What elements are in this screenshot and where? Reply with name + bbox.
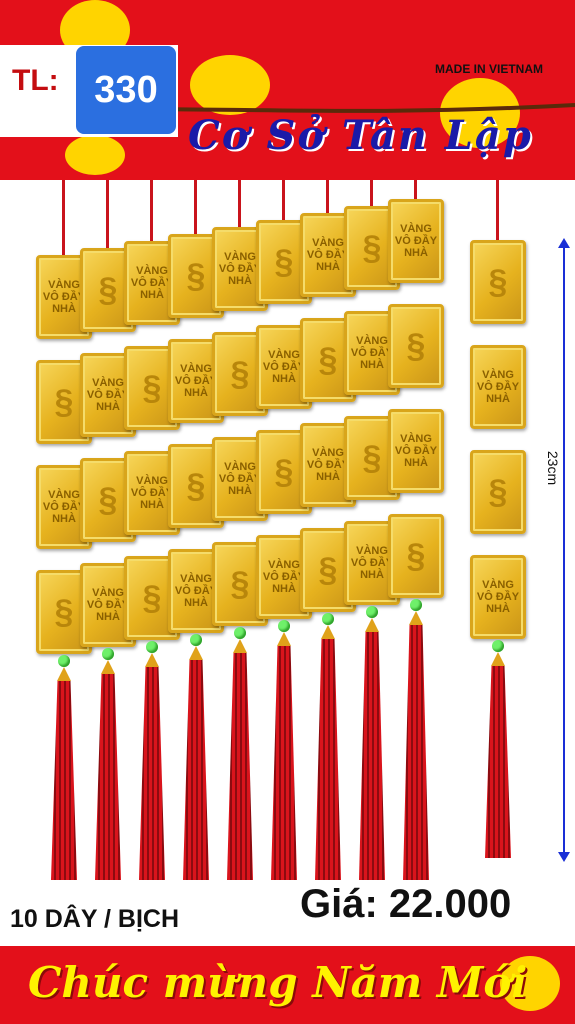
made-in-label: MADE IN VIETNAM <box>435 62 543 76</box>
hanging-cord <box>370 180 373 210</box>
top-banner: TL: 330 MADE IN VIETNAM Cơ Sở Tân Lập <box>0 0 575 180</box>
tassel-cap <box>409 611 423 625</box>
price-label: Giá: 22.000 <box>300 882 512 926</box>
tassel-cap <box>57 667 71 681</box>
red-tassel <box>403 625 429 880</box>
tassel-cap <box>189 646 203 660</box>
hanging-cord <box>282 180 285 224</box>
jade-bead <box>234 627 246 639</box>
apricot-blossom-decoration <box>65 135 125 175</box>
red-tassel <box>95 674 121 880</box>
gold-tile <box>470 450 526 534</box>
jade-bead <box>58 655 70 667</box>
red-tassel <box>359 632 385 880</box>
gold-tile <box>388 514 444 598</box>
gold-tile: VÀNG VÔ ĐẦY NHÀ <box>388 199 444 283</box>
jade-bead <box>322 613 334 625</box>
jade-bead <box>146 641 158 653</box>
apricot-blossom-decoration <box>190 55 270 115</box>
tl-label: TL: <box>12 64 59 97</box>
gold-tile: VÀNG VÔ ĐẦY NHÀ <box>168 549 224 633</box>
quantity-label: 10 DÂY / BỊCH <box>10 905 180 933</box>
tassel-cap <box>491 652 505 666</box>
bottom-banner <box>0 946 575 1024</box>
tassel-cap <box>145 653 159 667</box>
shop-name: Cơ Sở Tân Lập <box>188 112 533 159</box>
gold-tile <box>388 304 444 388</box>
tassel-cap <box>321 625 335 639</box>
red-tassel <box>485 666 511 858</box>
length-label: 23cm <box>545 450 562 486</box>
red-tassel <box>51 681 77 880</box>
apricot-blossom-decoration <box>500 956 560 1011</box>
apricot-blossom-decoration <box>440 78 520 148</box>
jade-bead <box>102 648 114 660</box>
tassel-cap <box>101 660 115 674</box>
gold-tile: VÀNG VÔ ĐẦY NHÀ <box>388 409 444 493</box>
hanging-cord <box>150 180 153 245</box>
hanging-cord <box>496 180 499 244</box>
jade-bead <box>190 634 202 646</box>
tl-number-badge: 330 <box>76 46 176 134</box>
gold-tile: VÀNG VÔ ĐẦY NHÀ <box>470 555 526 639</box>
hanging-cord <box>62 180 65 259</box>
jade-bead <box>492 640 504 652</box>
hanging-cord <box>326 180 329 217</box>
arrow-up-icon <box>558 238 570 248</box>
gold-tile <box>470 240 526 324</box>
jade-bead <box>366 606 378 618</box>
hanging-cord <box>106 180 109 252</box>
red-tassel <box>227 653 253 880</box>
red-tassel <box>183 660 209 880</box>
gold-tile: VÀNG VÔ ĐẦY NHÀ <box>470 345 526 429</box>
measure-line <box>563 244 565 858</box>
red-tassel <box>271 646 297 880</box>
tassel-cap <box>233 639 247 653</box>
jade-bead <box>278 620 290 632</box>
hanging-cord <box>414 180 417 203</box>
tassel-cap <box>365 618 379 632</box>
greeting-text: Chúc mừng Năm Mới <box>28 958 528 1007</box>
arrow-down-icon <box>558 852 570 862</box>
red-tassel <box>139 667 165 880</box>
tassel-cap <box>277 632 291 646</box>
hanging-cord <box>194 180 197 238</box>
red-tassel <box>315 639 341 880</box>
hanging-cord <box>238 180 241 231</box>
jade-bead <box>410 599 422 611</box>
